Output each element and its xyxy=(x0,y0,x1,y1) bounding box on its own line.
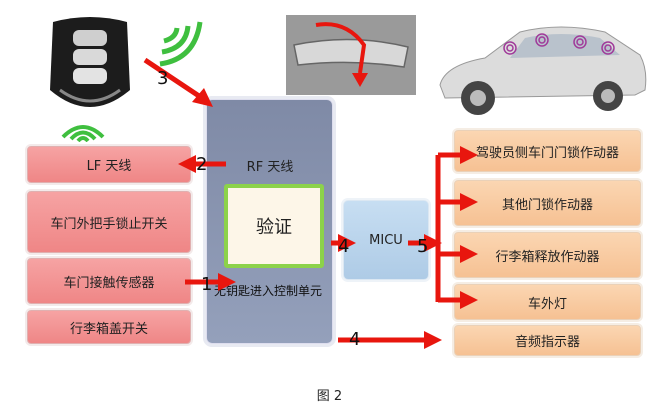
door-handle-lock-switch-label: 车门外把手锁止开关 xyxy=(50,216,168,232)
step-number-2: 2 xyxy=(196,154,208,175)
arrow-step-3 xyxy=(143,57,204,101)
door-contact-sensor-label: 车门接触传感器 xyxy=(63,275,155,291)
wireless-signal-icon xyxy=(58,112,108,143)
other-door-lock-actuator-label: 其他门锁作动器 xyxy=(501,197,593,213)
exterior-light-box: 车外灯 xyxy=(454,284,641,320)
arrow-step-5-head xyxy=(424,234,442,252)
door-handle-image xyxy=(286,15,416,95)
audio-indicator-box: 音频指示器 xyxy=(454,325,641,356)
step-number-5: 5 xyxy=(417,236,429,257)
rf-antenna-label: RF 天线 xyxy=(246,160,294,175)
driver-door-lock-actuator-box: 驾驶员侧车门门锁作动器 xyxy=(454,130,641,172)
trunk-release-actuator-label: 行李箱释放作动器 xyxy=(495,249,600,265)
driver-door-lock-actuator-label: 驾驶员侧车门门锁作动器 xyxy=(475,145,619,161)
arrow-step-1-head xyxy=(218,273,236,291)
trunk-lid-switch-box: 行李箱盖开关 xyxy=(27,310,191,344)
trunk-lid-switch-label: 行李箱盖开关 xyxy=(69,321,148,337)
micu-box: MICU xyxy=(343,200,429,280)
other-door-lock-actuator-box: 其他门锁作动器 xyxy=(454,180,641,226)
key-fob-image xyxy=(35,12,145,122)
lf-antenna-label: LF 天线 xyxy=(86,159,132,174)
wireless-signal-icon xyxy=(150,14,205,69)
verify-label: 验证 xyxy=(256,217,292,238)
control-unit-label: 无钥匙进入控制单元 xyxy=(214,284,323,298)
arrow-step-3-head xyxy=(192,88,213,107)
arrow-step-2-head xyxy=(178,155,196,173)
figure-caption: 图 2 xyxy=(316,389,343,404)
micu-label: MICU xyxy=(369,232,403,248)
trunk-release-actuator-box: 行李箱释放作动器 xyxy=(454,232,641,278)
lf-antenna-box: LF 天线 xyxy=(27,146,191,183)
step-number-4a: 4 xyxy=(338,236,350,257)
door-handle-lock-switch-box: 车门外把手锁止开关 xyxy=(27,191,191,253)
step-number-1: 1 xyxy=(201,274,213,295)
arrow-step-4b-head xyxy=(424,331,442,349)
step-number-4b: 4 xyxy=(349,329,361,350)
car-image xyxy=(430,10,652,120)
verify-box: 验证 xyxy=(224,184,324,268)
exterior-light-label: 车外灯 xyxy=(527,296,567,312)
audio-indicator-label: 音频指示器 xyxy=(514,335,580,350)
door-contact-sensor-box: 车门接触传感器 xyxy=(27,258,191,304)
arrow-step-4a-head xyxy=(338,234,356,252)
step-number-3: 3 xyxy=(157,68,169,89)
